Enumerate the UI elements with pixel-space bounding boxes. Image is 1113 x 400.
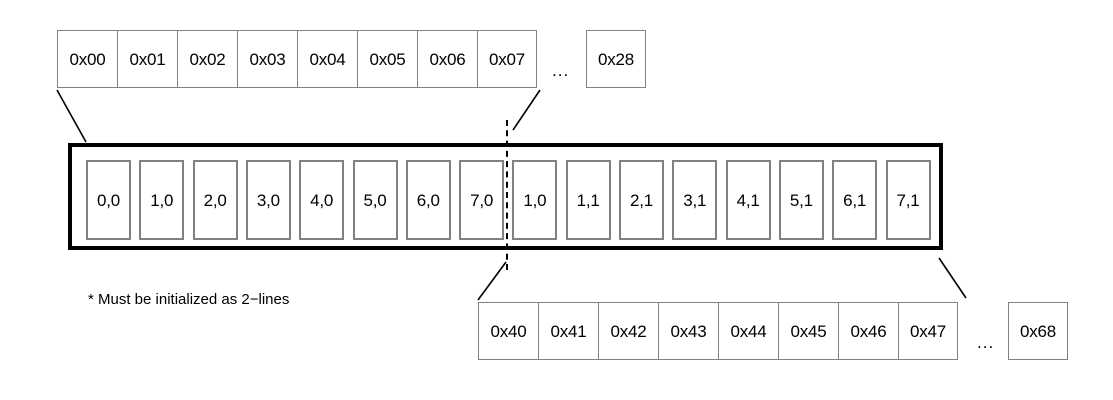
memory-word-cell-6: 6,0 — [405, 160, 451, 240]
bottom-address-cell-7: 0x47 — [898, 302, 958, 360]
memory-word-cell-1: 1,0 — [139, 160, 185, 240]
memory-word-cell-3: 3,0 — [245, 160, 291, 240]
top-address-tail-cell: 0x28 — [586, 30, 646, 88]
bottom-address-cell-2: 0x42 — [598, 302, 658, 360]
memory-word-cell-10: 2,1 — [619, 160, 664, 240]
bottom-address-ellipsis: ... — [977, 333, 995, 352]
bottom-address-tail-cell: 0x68 — [1008, 302, 1068, 360]
memory-word-cell-14: 6,1 — [832, 160, 878, 240]
top-address-cell-1: 0x01 — [117, 30, 177, 88]
connector-bottom-left — [477, 261, 507, 301]
top-address-cell-0: 0x00 — [57, 30, 117, 88]
top-address-cell-4: 0x04 — [297, 30, 357, 88]
connector-top-left — [56, 89, 87, 143]
half-split-divider — [506, 120, 508, 270]
top-address-cell-6: 0x06 — [417, 30, 477, 88]
memory-word-cell-15: 7,1 — [885, 160, 931, 240]
top-address-cell-3: 0x03 — [237, 30, 297, 88]
memory-word-cell-7: 7,0 — [459, 160, 505, 240]
top-address-ellipsis: ... — [552, 61, 570, 80]
bottom-address-cell-5: 0x45 — [778, 302, 838, 360]
memory-word-cell-5: 5,0 — [352, 160, 398, 240]
connector-bottom-right — [938, 257, 967, 299]
top-address-cell-7: 0x07 — [477, 30, 537, 88]
bottom-address-cell-1: 0x41 — [538, 302, 598, 360]
memory-word-cell-12: 4,1 — [725, 160, 771, 240]
memory-word-cell-9: 1,1 — [565, 160, 611, 240]
bottom-address-cell-6: 0x46 — [838, 302, 898, 360]
memory-word-cell-13: 5,1 — [778, 160, 824, 240]
memory-word-cell-0: 0,0 — [86, 160, 131, 240]
memory-word-cell-2: 2,0 — [192, 160, 238, 240]
memory-word-cell-4: 4,0 — [299, 160, 345, 240]
memory-word-cell-8: 1,0 — [512, 160, 558, 240]
connector-top-right — [512, 89, 541, 131]
bottom-address-cell-3: 0x43 — [658, 302, 718, 360]
memory-word-cell-11: 3,1 — [672, 160, 718, 240]
top-address-cell-5: 0x05 — [357, 30, 417, 88]
bottom-address-cell-0: 0x40 — [478, 302, 538, 360]
bottom-address-cell-4: 0x44 — [718, 302, 778, 360]
footnote-text: * Must be initialized as 2−lines — [88, 291, 290, 308]
top-address-cell-2: 0x02 — [177, 30, 237, 88]
